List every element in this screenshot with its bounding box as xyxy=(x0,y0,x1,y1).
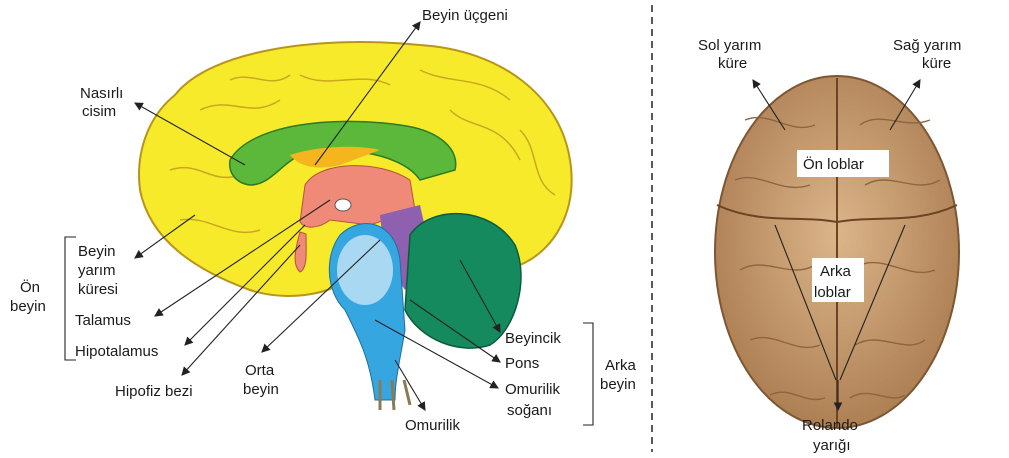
label-pons: Pons xyxy=(505,355,539,372)
label-beyin-ucgeni: Beyin üçgeni xyxy=(422,7,508,24)
sagittal-brain xyxy=(138,41,573,411)
label-hipofiz-bezi: Hipofiz bezi xyxy=(115,383,193,400)
label-omurilik-sogani-2: soğanı xyxy=(507,402,552,419)
label-rolando-1: Rolando xyxy=(802,417,858,434)
thalamus xyxy=(299,165,416,228)
brain-triangle xyxy=(290,146,380,168)
label-orta-beyin-2: beyin xyxy=(243,381,279,398)
corpus-callosum xyxy=(228,120,457,186)
label-on-loblar: Ön loblar xyxy=(803,155,864,173)
label-hipotalamus: Hipotalamus xyxy=(75,343,158,360)
arka-beyin-bracket xyxy=(583,322,594,426)
top-view-brain xyxy=(714,75,960,429)
label-arka-beyin-2: beyin xyxy=(600,376,636,393)
label-sol-yarim-kure-2: küre xyxy=(718,55,747,72)
label-beyin-yarim-kuresi-1: Beyin xyxy=(78,243,116,260)
left-labels: Beyin üçgeni Nasırlı cisim Beyin yarım k… xyxy=(10,7,637,434)
label-orta-beyin-1: Orta xyxy=(245,362,275,379)
label-talamus: Talamus xyxy=(75,312,131,329)
label-arka-loblar-2: loblar xyxy=(814,284,851,301)
label-omurilik: Omurilik xyxy=(405,417,460,434)
label-sag-yarim-kure-2: küre xyxy=(922,55,951,72)
label-omurilik-sogani-1: Omurilik xyxy=(505,381,560,398)
label-beyin-yarim-kuresi-2: yarım xyxy=(78,262,116,279)
label-cisim: cisim xyxy=(82,103,116,120)
label-on-beyin-1: Ön xyxy=(20,278,40,296)
hypophysis xyxy=(294,231,307,273)
label-sag-yarim-kure-1: Sağ yarım xyxy=(893,37,961,54)
left-pointer-lines xyxy=(64,21,594,426)
arka-loblar-box xyxy=(812,258,864,302)
right-pointer-lines xyxy=(752,79,921,412)
label-beyincik: Beyincik xyxy=(505,330,561,347)
on-loblar-box xyxy=(797,150,889,177)
label-beyin-yarim-kuresi-3: küresi xyxy=(78,281,118,298)
cerebellum xyxy=(404,213,522,349)
label-arka-beyin-1: Arka xyxy=(605,357,637,374)
right-labels: Sol yarım küre Sağ yarım küre Ön loblar … xyxy=(698,37,961,454)
on-beyin-bracket xyxy=(64,236,76,361)
label-nasirli: Nasırlı xyxy=(80,85,123,102)
label-on-beyin-2: beyin xyxy=(10,298,46,315)
label-arka-loblar-1: Arka xyxy=(820,263,852,280)
label-rolando-2: yarığı xyxy=(813,437,851,454)
label-sol-yarim-kure-1: Sol yarım xyxy=(698,37,761,54)
